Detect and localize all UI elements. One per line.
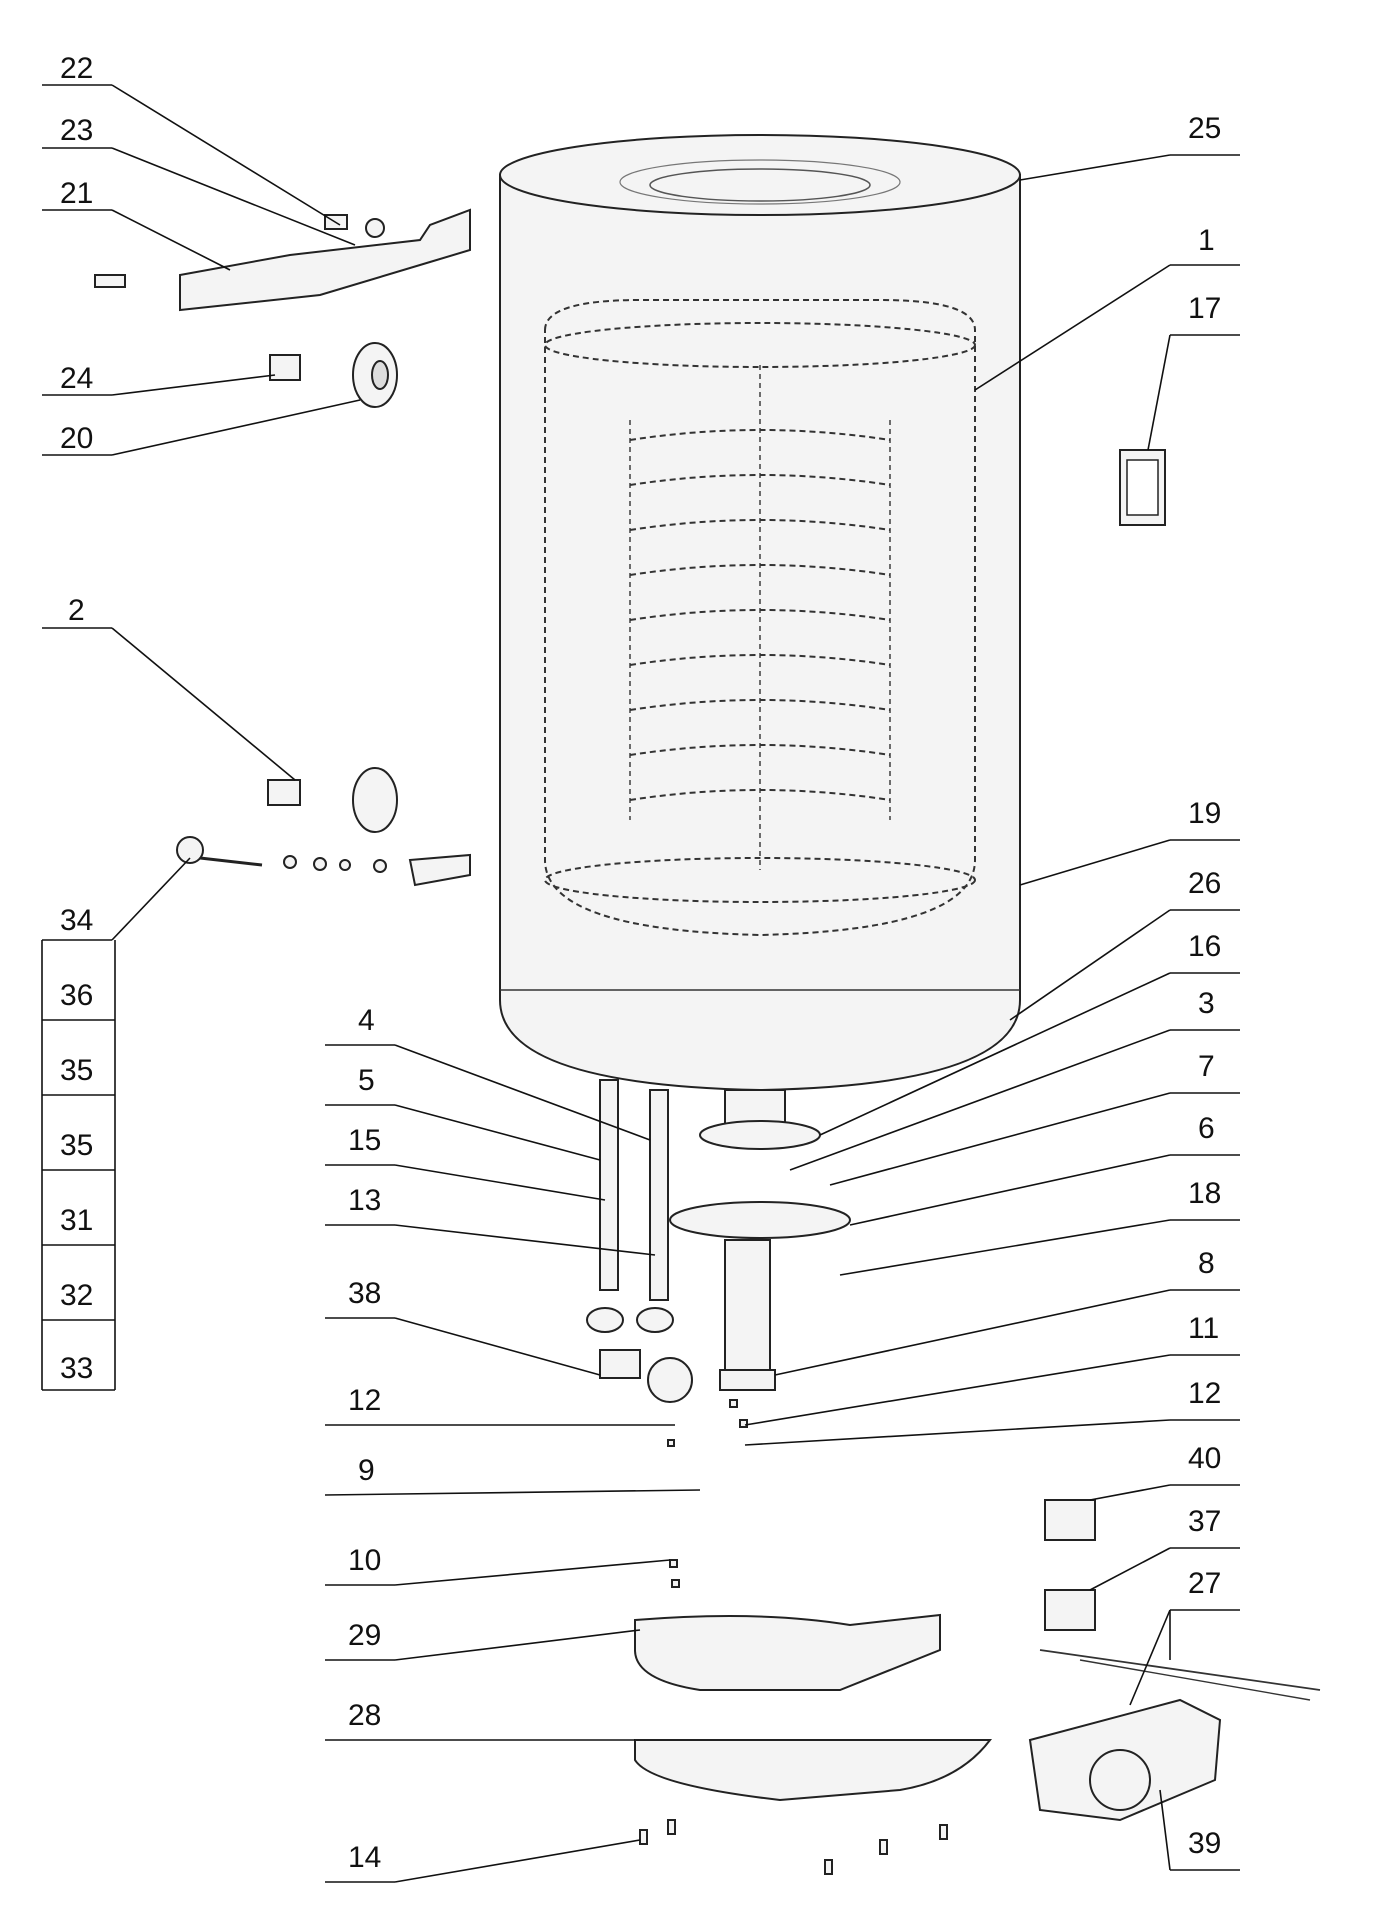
callout-33: 33 bbox=[60, 1352, 93, 1385]
callout-37: 37 bbox=[1188, 1505, 1221, 1538]
callout-2: 2 bbox=[68, 594, 85, 627]
callout-29: 29 bbox=[348, 1619, 381, 1652]
callout-23: 23 bbox=[60, 114, 93, 147]
callout-13: 13 bbox=[348, 1184, 381, 1217]
callout-19: 19 bbox=[1188, 797, 1221, 830]
callout-39: 39 bbox=[1188, 1827, 1221, 1860]
callout-31: 31 bbox=[60, 1204, 93, 1237]
leader-lines bbox=[41, 84, 1240, 1883]
callout-14: 14 bbox=[348, 1841, 381, 1874]
callout-1: 1 bbox=[1198, 224, 1215, 257]
callout-4: 4 bbox=[358, 1004, 375, 1037]
inner-vessel bbox=[544, 299, 976, 937]
callout-38: 38 bbox=[348, 1277, 381, 1310]
callout-35-b: 35 bbox=[60, 1129, 93, 1162]
callout-32: 32 bbox=[60, 1279, 93, 1312]
bottom-cover-parts bbox=[634, 1499, 1321, 1822]
display-panel bbox=[1119, 449, 1166, 526]
callout-21: 21 bbox=[60, 177, 93, 210]
callout-35-a: 35 bbox=[60, 1054, 93, 1087]
callout-36: 36 bbox=[60, 979, 93, 1012]
callout-22: 22 bbox=[60, 52, 93, 85]
heating-coil bbox=[629, 365, 891, 870]
callout-5: 5 bbox=[358, 1064, 375, 1097]
callout-labels: 22 23 21 24 20 2 34 36 35 35 31 32 33 25… bbox=[60, 52, 1221, 1874]
callout-18: 18 bbox=[1188, 1177, 1221, 1210]
tank-body bbox=[499, 134, 1021, 1092]
callout-34: 34 bbox=[60, 904, 93, 937]
callout-27: 27 bbox=[1188, 1567, 1221, 1600]
callout-16: 16 bbox=[1188, 930, 1221, 963]
callout-20: 20 bbox=[60, 422, 93, 455]
callout-25: 25 bbox=[1188, 112, 1221, 145]
callout-9: 9 bbox=[358, 1454, 375, 1487]
callout-12-right: 12 bbox=[1188, 1377, 1221, 1410]
callout-10: 10 bbox=[348, 1544, 381, 1577]
small-screws bbox=[639, 1399, 948, 1875]
callout-15: 15 bbox=[348, 1124, 381, 1157]
callout-28: 28 bbox=[348, 1699, 381, 1732]
callout-40: 40 bbox=[1188, 1442, 1221, 1475]
wall-bracket-top bbox=[94, 208, 471, 312]
pipes-and-fittings bbox=[586, 1079, 693, 1403]
fittings-left bbox=[176, 342, 471, 887]
callout-6: 6 bbox=[1198, 1112, 1215, 1145]
heating-flange-assembly bbox=[669, 1089, 851, 1391]
callout-12-left: 12 bbox=[348, 1384, 381, 1417]
callout-24: 24 bbox=[60, 362, 93, 395]
callout-17: 17 bbox=[1188, 292, 1221, 325]
callout-11: 11 bbox=[1188, 1312, 1219, 1345]
callout-7: 7 bbox=[1198, 1050, 1215, 1083]
callout-8: 8 bbox=[1198, 1247, 1215, 1280]
callout-3: 3 bbox=[1198, 987, 1215, 1020]
callout-26: 26 bbox=[1188, 867, 1221, 900]
